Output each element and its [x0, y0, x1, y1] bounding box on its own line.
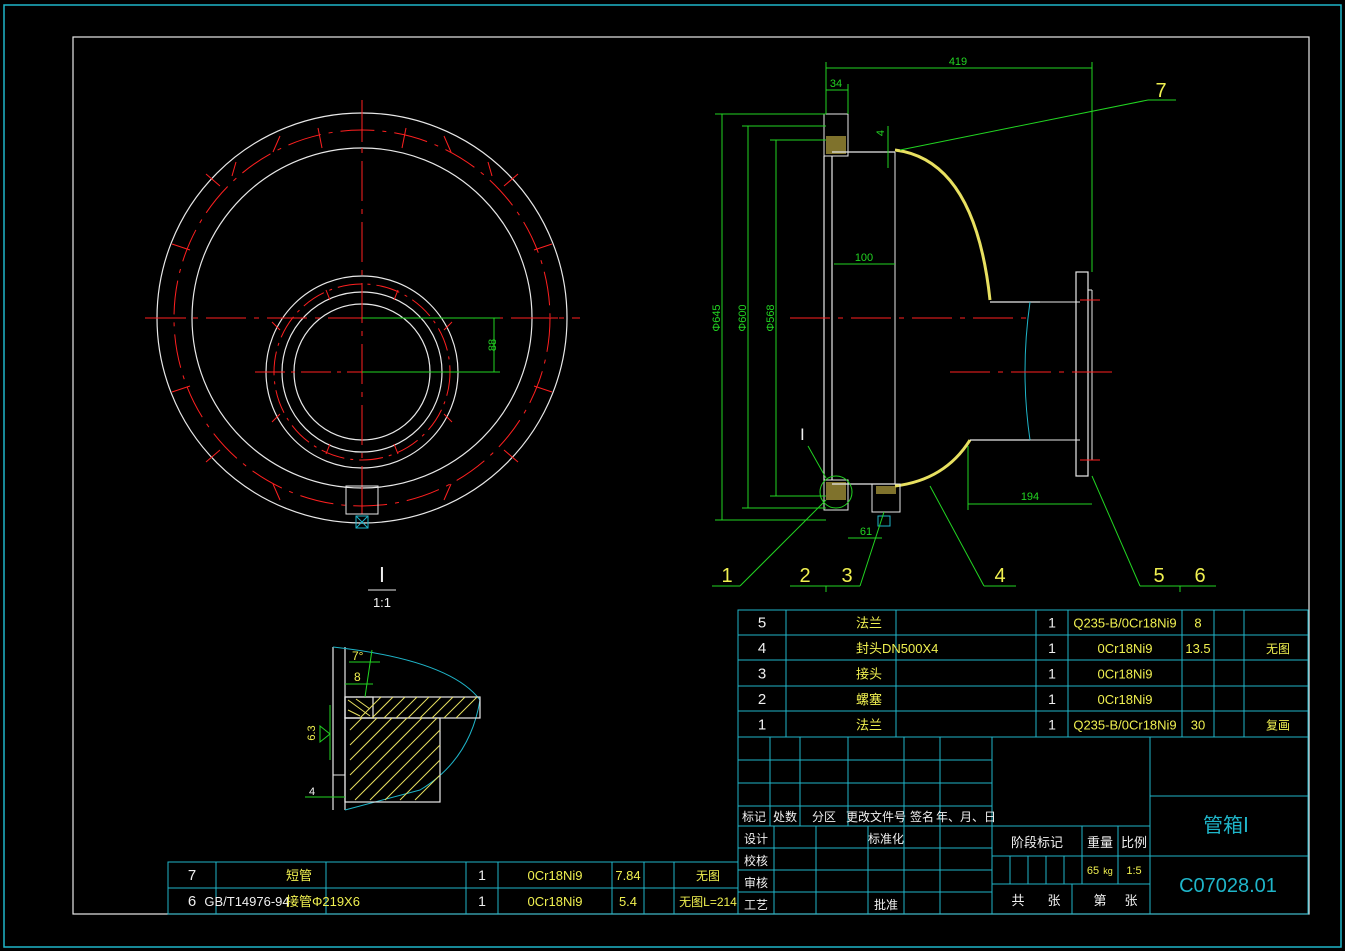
detail-view: 7° 8 6.3 4 — [305, 646, 481, 811]
balloon-5: 5 — [1153, 565, 1164, 587]
part-row-3-qty: 1 — [1048, 666, 1056, 682]
part-row-3-material: 0Cr18Ni9 — [1098, 667, 1153, 682]
tb-date: 年、月、日 — [936, 810, 996, 824]
balloon-numbers: 7 1 2 3 4 5 6 — [721, 80, 1205, 587]
part-row-4-weight: 13.5 — [1185, 641, 1210, 656]
part-row-4-no: 4 — [758, 640, 766, 657]
parts-list-lower — [167, 861, 739, 915]
part-row-3-name: 接头 — [856, 667, 882, 682]
detail-label: Ⅰ — [379, 565, 385, 587]
part-row-7-name: 短管 — [286, 868, 312, 883]
dim-4-detail: 4 — [309, 786, 315, 798]
outer-border — [3, 4, 1342, 948]
dim-600: Φ600 — [737, 304, 749, 331]
part-row-1-name: 法兰 — [856, 717, 882, 732]
tb-sheet-unit-2: 张 — [1124, 893, 1137, 908]
part-row-5-material: Q235-B/0Cr18Ni9 — [1073, 616, 1176, 631]
part-row-5-name: 法兰 — [856, 616, 882, 631]
part-row-7-material: 0Cr18Ni9 — [528, 868, 583, 883]
part-row-1-remark: 复画 — [1266, 718, 1290, 732]
part-row-3-no: 3 — [758, 666, 766, 683]
part-row-6-material: 0Cr18Ni9 — [528, 894, 583, 909]
tb-weight-value: 65 — [1087, 865, 1099, 877]
balloon-1: 1 — [721, 565, 732, 587]
tb-change-doc: 更改文件号 — [846, 809, 906, 824]
balloon-4: 4 — [994, 565, 1005, 587]
dim-7deg: 7° — [352, 649, 364, 663]
tb-sheet-no: 第 — [1093, 893, 1106, 908]
part-row-2-no: 2 — [758, 691, 766, 708]
detail-scale: 1:1 — [373, 595, 391, 610]
part-row-5-weight: 8 — [1194, 616, 1201, 631]
tb-drawing-number: C07028.01 — [1179, 875, 1277, 897]
tb-scale-label: 比例 — [1121, 835, 1147, 850]
detail-ref-label: Ⅰ — [800, 427, 805, 444]
dim-8: 8 — [354, 670, 361, 684]
part-row-2-name: 螺塞 — [856, 692, 882, 707]
part-row-2-qty: 1 — [1048, 691, 1056, 707]
part-row-5-qty: 1 — [1048, 615, 1056, 631]
part-row-1-qty: 1 — [1048, 716, 1056, 732]
part-row-7-remark: 无图 — [696, 869, 720, 883]
tb-title-name: 管箱Ⅰ — [1203, 814, 1249, 837]
part-row-6-qty: 1 — [478, 893, 486, 909]
tb-check: 校核 — [744, 853, 768, 868]
part-row-6-std: GB/T14976-94 — [204, 894, 289, 909]
part-row-4-qty: 1 — [1048, 640, 1056, 656]
tb-stage-mark: 阶段标记 — [1011, 835, 1063, 850]
section-view: Ⅰ 419 34 4 100 Φ645 Φ600 Φ568 194 61 — [711, 56, 1216, 592]
dim-34: 34 — [830, 78, 842, 90]
balloon-3: 3 — [841, 565, 852, 587]
tb-mark: 标记 — [742, 810, 766, 824]
dim-6.3: 6.3 — [306, 725, 318, 740]
dim-61: 61 — [860, 526, 872, 538]
dim-568: Φ568 — [765, 304, 777, 331]
part-row-4-material: 0Cr18Ni9 — [1098, 641, 1153, 656]
part-row-5-no: 5 — [758, 615, 766, 632]
tb-standardize: 标准化 — [868, 832, 904, 846]
part-row-1-material: Q235-B/0Cr18Ni9 — [1073, 717, 1176, 732]
balloon-2: 2 — [799, 565, 810, 587]
part-row-6-name: 接管Φ219X6 — [286, 894, 360, 909]
tb-signature: 签名 — [910, 809, 934, 824]
tb-zone: 分区 — [812, 810, 836, 824]
part-row-4-name: 封头DN500X4 — [856, 641, 938, 656]
dim-88: 88 — [487, 339, 499, 351]
part-row-4-remark: 无图 — [1266, 642, 1290, 656]
tb-scale-value: 1:5 — [1126, 865, 1141, 877]
part-row-6-no: 6 — [188, 893, 196, 910]
end-view: 88 — [145, 100, 580, 529]
tb-weight-unit: kg — [1103, 866, 1113, 876]
tb-count: 处数 — [773, 809, 797, 824]
tb-approve: 批准 — [874, 897, 898, 912]
dim-419: 419 — [949, 56, 967, 68]
dim-4: 4 — [875, 130, 887, 136]
part-row-7-qty: 1 — [478, 867, 486, 883]
parts-list-upper — [737, 609, 1309, 738]
part-row-6-weight: 5.4 — [619, 894, 637, 909]
tb-total: 共 — [1011, 893, 1024, 908]
tb-process: 工艺 — [744, 898, 768, 912]
part-row-7-weight: 7.84 — [615, 868, 640, 883]
tb-sheet-unit-1: 张 — [1047, 893, 1060, 908]
dim-194: 194 — [1021, 491, 1039, 503]
tb-weight-label: 重量 — [1087, 835, 1113, 850]
inner-border — [72, 36, 1310, 915]
dim-100: 100 — [855, 252, 873, 264]
tb-review: 审核 — [744, 875, 768, 890]
tb-design: 设计 — [744, 832, 768, 846]
part-row-1-weight: 30 — [1191, 717, 1205, 732]
dim-645: Φ645 — [711, 304, 723, 331]
balloon-6: 6 — [1194, 565, 1205, 587]
balloon-7: 7 — [1155, 80, 1166, 102]
title-block: 标记 处数 分区 更改文件号 签名 年、月、日 设计 标准化 校核 审核 工艺 … — [737, 736, 1309, 915]
part-row-2-material: 0Cr18Ni9 — [1098, 692, 1153, 707]
part-row-7-no: 7 — [188, 867, 196, 884]
part-row-6-remark: 无图L=214 — [679, 895, 737, 909]
part-row-1-no: 1 — [758, 716, 766, 733]
